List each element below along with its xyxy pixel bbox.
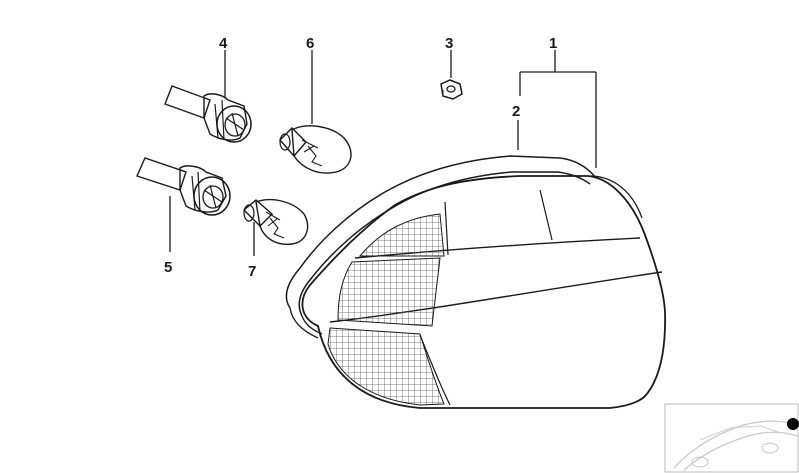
- bulb-upper: [279, 125, 352, 174]
- hex-nut: [440, 79, 463, 100]
- bulb-socket-lower: [136, 157, 231, 216]
- bulb-lower: [242, 198, 309, 245]
- tail-light-gasket: [285, 155, 597, 339]
- location-marker: [787, 418, 799, 430]
- callout-6: 6: [306, 35, 314, 52]
- callout-5: 5: [164, 259, 172, 276]
- tail-light-assembly: [301, 175, 666, 409]
- leader-lines: [169, 50, 597, 256]
- bulb-socket-upper: [164, 85, 252, 143]
- callout-3: 3: [445, 35, 453, 52]
- car-location-icon: [664, 403, 799, 473]
- callout-1: 1: [549, 35, 557, 52]
- callout-4: 4: [219, 35, 228, 52]
- callout-7: 7: [248, 263, 256, 280]
- callout-2: 2: [512, 103, 520, 120]
